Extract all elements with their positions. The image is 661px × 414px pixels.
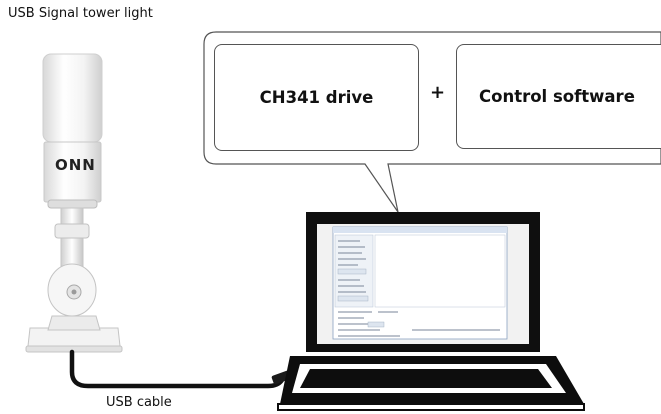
signal-tower-light [25,53,123,353]
usb-cable [69,349,291,389]
diagram-title: USB Signal tower light [8,6,153,21]
software-box: Control software [456,44,661,149]
tower-lens [42,53,103,143]
pole-clamp [54,223,90,239]
laptop-keyboard [300,369,552,388]
plus-sign: + [430,82,446,103]
usb-plug [271,370,291,385]
bracket-base [27,327,121,347]
driver-box: CH341 drive [214,44,419,151]
tower-brand-label: ONN [55,156,96,174]
software-window [332,226,508,340]
usb-cable-label: USB cable [106,395,172,410]
laptop [277,212,585,411]
tower-collar [47,199,98,209]
